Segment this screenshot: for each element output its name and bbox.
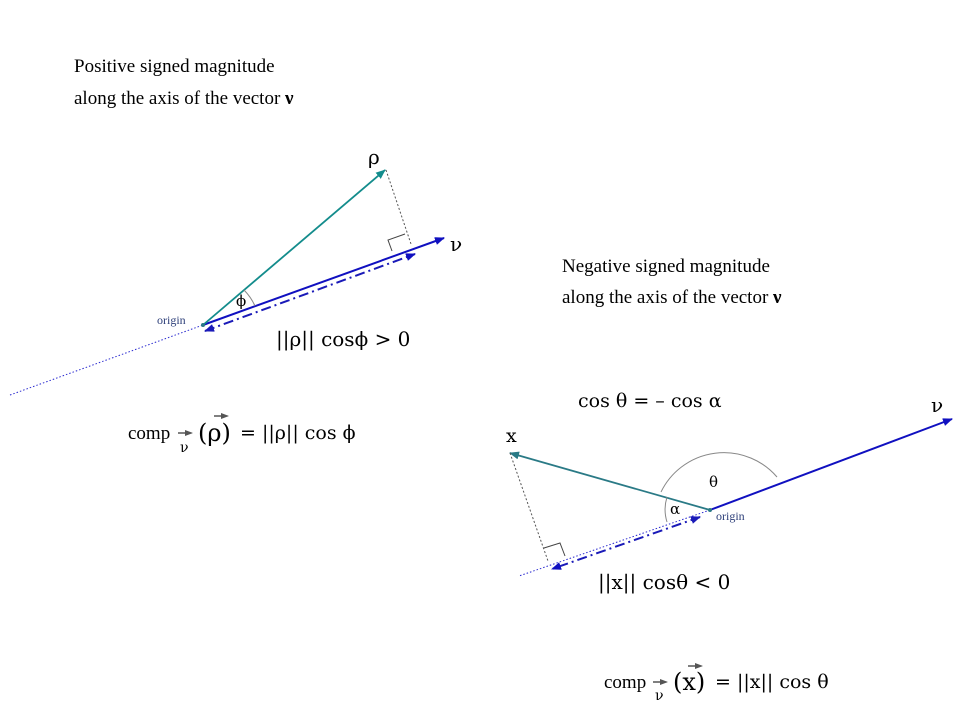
right-comp-sub: ν bbox=[655, 688, 664, 704]
right-theta-arc bbox=[660, 452, 778, 493]
right-alpha-label: α bbox=[670, 500, 680, 518]
left-comp-prefix: comp bbox=[128, 423, 170, 444]
right-origin-label: origin bbox=[716, 509, 745, 523]
left-diagram: Positive signed magnitude along the axis… bbox=[9, 56, 462, 456]
left-inequality: ||ρ|| cosϕ > 0 bbox=[276, 327, 410, 352]
right-inequality: ||x|| cosθ < 0 bbox=[598, 570, 730, 595]
right-caption-line1: Negative signed magnitude bbox=[562, 256, 770, 277]
left-comp-rhs: = ||ρ|| cos ϕ bbox=[240, 422, 356, 444]
right-origin-point bbox=[708, 508, 712, 512]
right-axis-extension bbox=[518, 509, 711, 577]
right-nu-label: ν bbox=[931, 393, 943, 417]
right-comp-prefix: comp bbox=[604, 672, 646, 693]
right-x-label: x bbox=[506, 425, 517, 447]
left-comp-formula: comp ν (ρ) = ||ρ|| cos ϕ bbox=[128, 413, 356, 456]
left-right-angle bbox=[387, 233, 406, 252]
left-perpendicular bbox=[385, 169, 412, 245]
left-projection bbox=[204, 253, 416, 332]
right-x-vector bbox=[509, 451, 711, 511]
left-caption-line2: along the axis of the vector ν bbox=[74, 88, 294, 109]
right-diagram: Negative signed magnitude along the axis… bbox=[506, 256, 953, 704]
right-alpha-arc bbox=[664, 496, 668, 523]
right-right-angle bbox=[543, 542, 566, 557]
left-axis-extension bbox=[9, 324, 204, 396]
left-caption-line1: Positive signed magnitude bbox=[74, 56, 275, 77]
left-rho-label: ρ bbox=[368, 145, 380, 169]
right-caption-line2: along the axis of the vector ν bbox=[562, 287, 782, 308]
right-theta-label: θ bbox=[709, 473, 718, 491]
left-nu-label: ν bbox=[450, 232, 462, 256]
right-comp-arg: (x) bbox=[673, 668, 705, 696]
right-comp-rhs: = ||x|| cos θ bbox=[715, 671, 829, 693]
right-cos-relation: cos θ = – cos α bbox=[578, 390, 722, 412]
right-projection bbox=[551, 516, 701, 570]
right-perpendicular bbox=[509, 452, 549, 562]
left-comp-sub: ν bbox=[180, 440, 189, 456]
left-comp-arg: (ρ) bbox=[198, 419, 231, 447]
right-nu-vector bbox=[709, 418, 953, 511]
left-origin-label: origin bbox=[157, 313, 186, 327]
left-nu-vector bbox=[202, 237, 445, 326]
right-comp-formula: comp ν (x) = ||x|| cos θ bbox=[604, 663, 829, 704]
left-origin-point bbox=[201, 323, 205, 327]
left-rho-vector bbox=[202, 169, 386, 326]
left-phi-label: ϕ bbox=[236, 292, 246, 310]
